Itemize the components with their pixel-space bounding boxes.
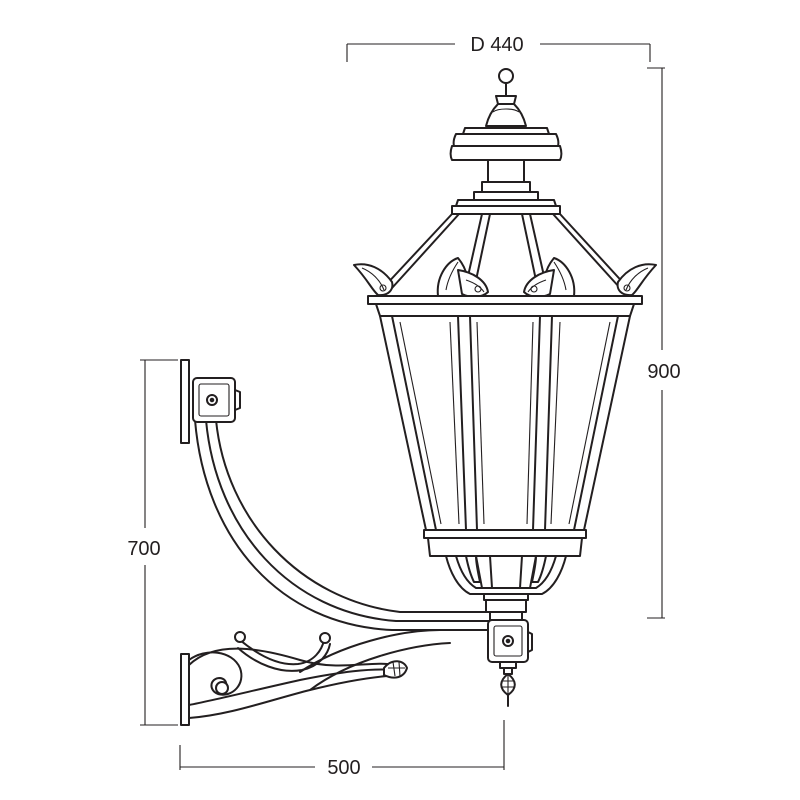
dimension-bracket-projection: 500 <box>179 720 505 779</box>
diameter-label: D 440 <box>470 34 523 56</box>
lantern <box>353 68 657 621</box>
glass-panels <box>379 315 631 531</box>
bottom-cage <box>445 555 567 595</box>
wall-bracket <box>180 359 493 726</box>
bracket-projection-label: 500 <box>327 757 360 779</box>
upper-wall-plate <box>180 359 190 444</box>
bracket-height-label: 700 <box>127 538 160 560</box>
roof-ornaments <box>353 257 657 298</box>
lower-wall-plate <box>180 653 190 726</box>
height-label: 900 <box>647 361 680 383</box>
dimension-height: 900 <box>647 67 681 619</box>
hanging-ring <box>498 68 514 84</box>
dimension-bracket-height: 700 <box>127 359 178 726</box>
arm-end-knuckle <box>487 619 533 707</box>
dimension-diameter: D 440 <box>346 34 651 62</box>
